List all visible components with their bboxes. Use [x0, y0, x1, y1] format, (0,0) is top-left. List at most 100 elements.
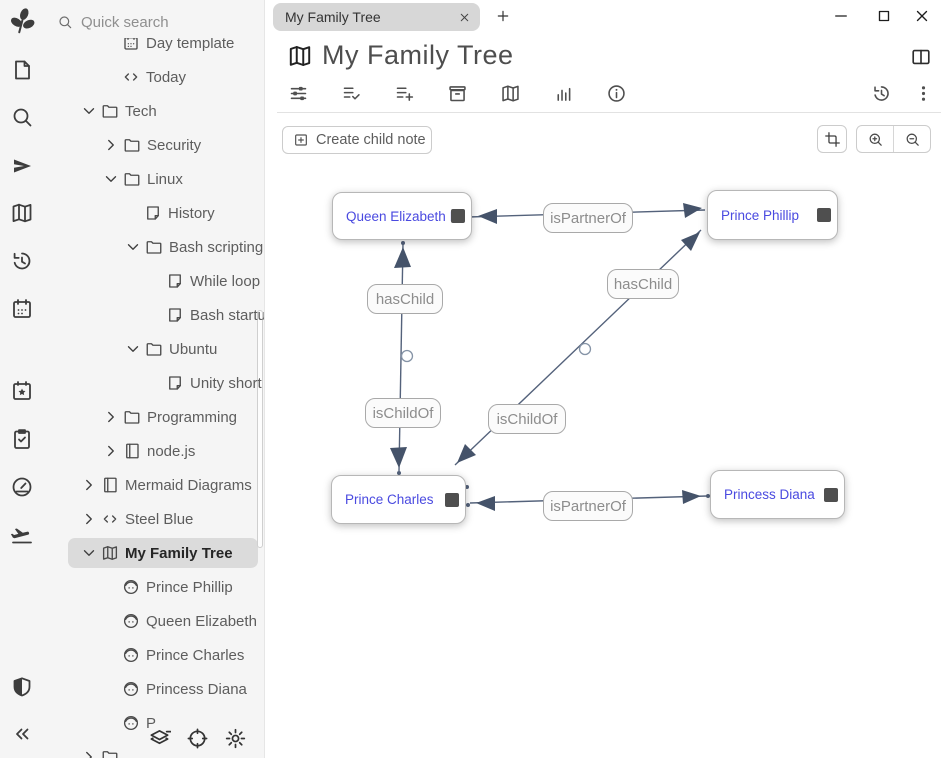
map-node-queen-elizabeth[interactable]: Queen Elizabeth II	[332, 192, 472, 240]
close-icon[interactable]	[458, 11, 471, 24]
target-icon[interactable]	[186, 727, 209, 750]
note-plus-icon	[293, 132, 309, 148]
note-tree-sidebar: Quick search Day template Today Tech Sec…	[44, 0, 265, 758]
note-info-chart-icon[interactable]	[553, 83, 574, 104]
edge-label-ischildof-mid[interactable]: isChildOf	[488, 404, 566, 434]
tree-item-linux[interactable]: Linux	[44, 162, 264, 196]
edge-label-ispartnerof-bottom[interactable]: isPartnerOf	[543, 491, 633, 521]
search-icon[interactable]	[10, 105, 34, 129]
tree-item-mermaid-diagrams[interactable]: Mermaid Diagrams	[44, 468, 264, 502]
jump-to-note-icon[interactable]	[10, 154, 34, 178]
node-drag-handle[interactable]	[824, 487, 838, 502]
tree-item-queen-elizabeth[interactable]: Queen Elizabeth	[44, 604, 264, 638]
travel-plane-icon[interactable]	[10, 523, 34, 547]
note-type-map-icon	[287, 43, 313, 69]
chevron-right-icon[interactable]	[102, 408, 120, 426]
new-note-icon[interactable]	[10, 58, 34, 82]
map-node-princess-diana[interactable]: Princess Diana	[710, 470, 845, 519]
minimize-button[interactable]	[832, 7, 850, 25]
settings-gear-icon[interactable]	[224, 727, 247, 750]
tree-item-security[interactable]: Security	[44, 128, 264, 162]
map-node-prince-charles[interactable]: Prince Charles	[331, 475, 466, 524]
calendar-icon[interactable]	[10, 297, 34, 321]
owned-attributes-icon[interactable]	[341, 83, 362, 104]
zoom-button-group	[856, 125, 931, 153]
tree-item-while-loop[interactable]: While loop	[44, 264, 264, 298]
tree-item-ubuntu[interactable]: Ubuntu	[44, 332, 264, 366]
recent-notes-map-icon[interactable]	[10, 201, 34, 225]
code-icon	[122, 68, 140, 86]
tree-item-history[interactable]: History	[44, 196, 264, 230]
tree-item-prince-charles[interactable]: Prince Charles	[44, 638, 264, 672]
chevron-right-icon[interactable]	[80, 510, 98, 528]
dashboard-gauge-icon[interactable]	[10, 475, 34, 499]
edge-label-haschild-left[interactable]: hasChild	[367, 284, 443, 314]
tree-item-unity-shortcuts[interactable]: Unity short	[44, 366, 264, 400]
search-icon	[57, 14, 73, 30]
layers-icon[interactable]	[148, 727, 171, 750]
sidebar-scrollbar[interactable]	[257, 310, 263, 548]
book-icon	[123, 442, 141, 460]
tree-item-prince-phillip[interactable]: Prince Phillip	[44, 570, 264, 604]
node-drag-handle[interactable]	[451, 209, 465, 223]
split-pane-icon[interactable]	[910, 46, 932, 68]
ribbon-divider	[277, 112, 941, 113]
book-icon	[101, 476, 119, 494]
tree-item-bash-scripting[interactable]: Bash scripting	[44, 230, 264, 264]
close-button[interactable]	[913, 7, 931, 25]
code-icon	[101, 510, 119, 528]
edge-label-ischildof-left[interactable]: isChildOf	[365, 398, 441, 428]
tree-item-nodejs[interactable]: node.js	[44, 434, 264, 468]
note-title[interactable]: My Family Tree	[322, 40, 514, 70]
collapse-pane-icon[interactable]	[10, 722, 34, 746]
tree-item-today[interactable]: Today	[44, 60, 264, 94]
maximize-button[interactable]	[875, 7, 893, 25]
zoom-out-button[interactable]	[893, 126, 930, 152]
quick-search-input[interactable]: Quick search	[44, 8, 264, 36]
trilium-logo	[8, 6, 38, 36]
tree-item-partial[interactable]: P	[44, 706, 264, 740]
tree-item-tech[interactable]: Tech	[44, 94, 264, 128]
chevron-right-icon[interactable]	[102, 136, 120, 154]
edge-label-haschild-right[interactable]: hasChild	[607, 269, 679, 299]
create-child-note-button[interactable]: Create child note	[282, 126, 432, 154]
tree-item-princess-diana[interactable]: Princess Diana	[44, 672, 264, 706]
folder-icon	[123, 408, 141, 426]
note-icon	[166, 272, 184, 290]
revisions-history-icon[interactable]	[871, 83, 892, 104]
chevron-down-icon[interactable]	[124, 340, 142, 358]
tree-item-bash-startup[interactable]: Bash startu	[44, 298, 264, 332]
note-icon	[166, 374, 184, 392]
note-icon	[166, 306, 184, 324]
note-paths-archive-icon[interactable]	[447, 83, 468, 104]
chevron-down-icon[interactable]	[80, 544, 98, 562]
chevron-down-icon[interactable]	[102, 170, 120, 188]
chevron-down-icon[interactable]	[80, 102, 98, 120]
protected-session-shield-icon[interactable]	[10, 675, 34, 699]
map-node-prince-phillip[interactable]: Prince Phillip	[707, 190, 838, 240]
zoom-in-button[interactable]	[857, 126, 893, 152]
node-drag-handle[interactable]	[817, 208, 831, 222]
chevron-right-icon[interactable]	[80, 476, 98, 494]
relation-map-icon[interactable]	[500, 83, 521, 104]
node-drag-handle[interactable]	[445, 492, 459, 507]
tree-item-programming[interactable]: Programming	[44, 400, 264, 434]
tree-item-my-family-tree[interactable]: My Family Tree	[44, 536, 264, 570]
tree-item-day-template[interactable]: Day template	[44, 38, 264, 60]
reset-pan-zoom-button[interactable]	[817, 125, 847, 153]
basic-properties-icon[interactable]	[288, 83, 309, 104]
more-kebab-icon[interactable]	[913, 83, 934, 104]
edge-label-ispartnerof-top[interactable]: isPartnerOf	[543, 203, 633, 233]
tree-item-steel-blue[interactable]: Steel Blue	[44, 502, 264, 536]
bookmarks-calendar-icon[interactable]	[10, 379, 34, 403]
info-icon[interactable]	[606, 83, 627, 104]
task-list-icon[interactable]	[10, 427, 34, 451]
chevron-down-icon[interactable]	[124, 238, 142, 256]
tree-item-clipped[interactable]	[44, 740, 264, 758]
add-attributes-icon[interactable]	[394, 83, 415, 104]
new-tab-button[interactable]	[495, 8, 511, 24]
chevron-right-icon[interactable]	[102, 442, 120, 460]
history-icon[interactable]	[10, 249, 34, 273]
tab-my-family-tree[interactable]: My Family Tree	[273, 3, 480, 31]
zoom-in-icon	[867, 131, 884, 148]
